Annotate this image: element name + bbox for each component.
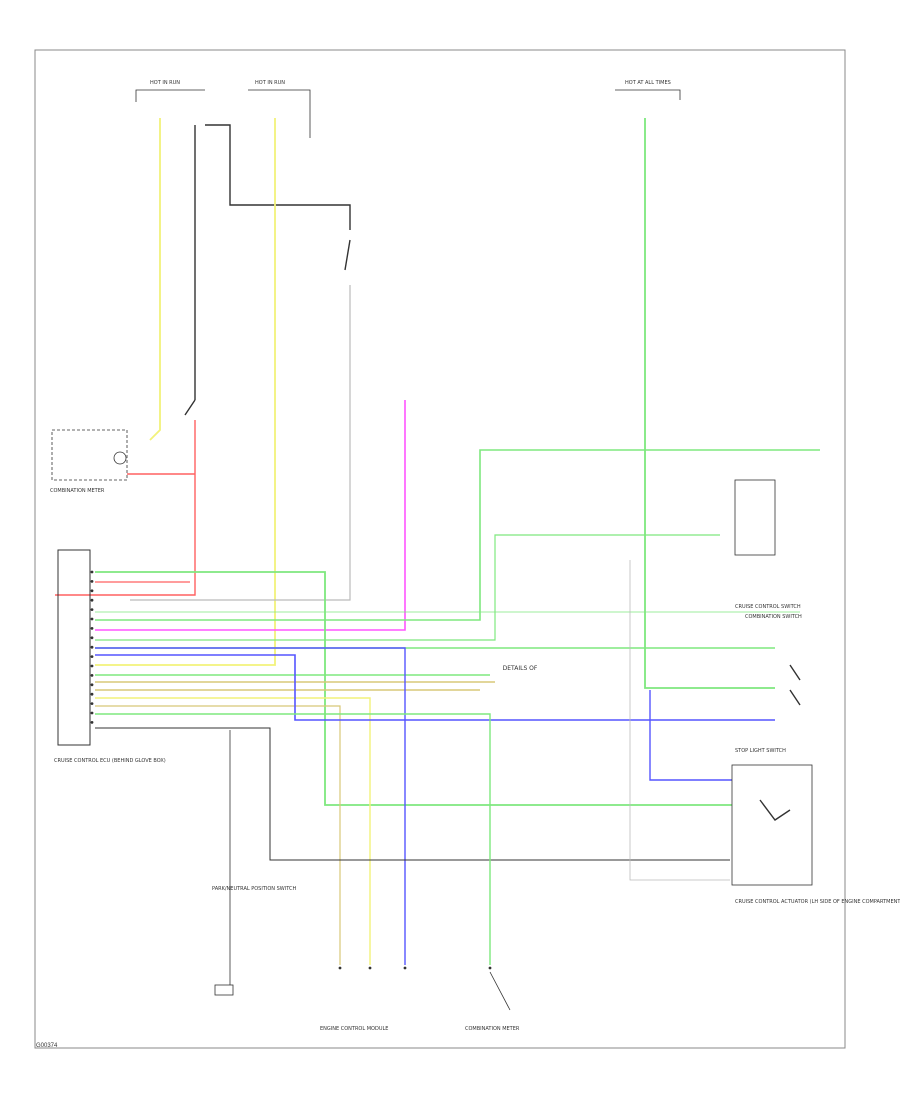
switch-stop-2: [789, 689, 801, 706]
ecu-pin: [90, 645, 94, 649]
ecu-pin: [90, 617, 94, 621]
switch-stop-1: [789, 664, 801, 681]
ecu-pin: [90, 702, 94, 705]
fuse-label-hot-at-all-times: HOT AT ALL TIMES: [625, 80, 671, 86]
switch-clutch: [344, 239, 351, 271]
fuse-bracket-right: [615, 89, 681, 100]
fuse-bracket-mid: [248, 89, 311, 138]
ecu-pin: [90, 608, 94, 611]
label-cruise-actuator: CRUISE CONTROL ACTUATOR (LH SIDE OF ENGI…: [735, 899, 900, 905]
figure-id: G00374: [36, 1043, 58, 1049]
wire-black-cancel-feed: [205, 124, 351, 230]
fuse-label-hot-in-run-2: HOT IN RUN: [255, 80, 285, 86]
label-combination-meter-2: COMBINATION METER: [465, 1026, 520, 1032]
ecu-pin: [90, 664, 94, 668]
wire-tan-ecm: [95, 705, 341, 965]
ecu-pin: [90, 636, 94, 640]
ecu-pin: [90, 627, 94, 630]
diagram-frame: [34, 49, 846, 1049]
bottom-connector-pin: [403, 966, 407, 970]
ground-wire: [489, 971, 511, 1011]
cruise-switch-box: [734, 479, 776, 556]
ecu-pin: [90, 655, 94, 658]
wire-green-combination-meter: [95, 713, 491, 965]
wire-red-brake-signal: [55, 420, 196, 596]
indicator-lamp-icon: [113, 451, 127, 465]
ecu-pin: [90, 589, 94, 593]
fuse-bracket-left: [135, 89, 205, 102]
wire-blue-stop-switch: [95, 654, 775, 721]
wire-green-set: [95, 534, 720, 641]
wire-blue-ecm: [95, 647, 406, 965]
wire-green-main-switch: [95, 449, 820, 621]
cruise-ecu-box: [57, 549, 91, 746]
label-combination-meter: COMBINATION METER: [50, 488, 105, 494]
wire-yellow-power: [95, 118, 276, 666]
wire-green-actuator: [95, 571, 732, 806]
label-stop-light-switch: STOP LIGHT SWITCH: [735, 748, 786, 754]
label-cruise-ecu: CRUISE CONTROL ECU (BEHIND GLOVE BOX): [54, 758, 166, 764]
actuator-box: [731, 764, 813, 886]
wire-green-switch-feed: [644, 118, 775, 689]
park-neutral-connector: [214, 984, 234, 996]
combination-meter-box: [51, 429, 128, 481]
actuator-motor-icon: [759, 799, 791, 821]
bottom-connector-pin: [368, 966, 372, 970]
ecu-pin: [90, 692, 94, 696]
wire-yellow-speed: [95, 697, 371, 965]
ecu-pin: [90, 674, 94, 677]
wire-blue-actuator: [649, 690, 732, 781]
fuse-label-hot-in-run-1: HOT IN RUN: [150, 80, 180, 86]
wire-black-actuator-feed: [95, 727, 730, 861]
ecu-pin: [90, 580, 94, 583]
wire-magenta-signal: [95, 400, 406, 631]
switch-brake-pedal: [184, 399, 196, 416]
wire-gray-park-neutral: [130, 285, 351, 601]
label-cruise-switch: CRUISE CONTROL SWITCH: [735, 604, 801, 610]
ecu-pin: [90, 711, 94, 715]
wire-yellow-meter-feed: [149, 118, 161, 441]
ecu-pin: [90, 721, 94, 724]
label-combination-switch: COMBINATION SWITCH: [745, 614, 802, 620]
bottom-connector-pin: [338, 966, 342, 970]
ecu-pin: [90, 570, 94, 574]
wire-gray-actuator-ground: [629, 560, 730, 881]
bottom-connector-pin: [488, 966, 492, 970]
ecu-pin: [90, 683, 94, 687]
ecu-pin: [90, 598, 94, 602]
label-engine-control: ENGINE CONTROL MODULE: [320, 1026, 388, 1032]
label-park-neutral-switch: PARK/NEUTRAL POSITION SWITCH: [212, 886, 296, 892]
label-center-note: DETAILS OF: [503, 665, 538, 672]
